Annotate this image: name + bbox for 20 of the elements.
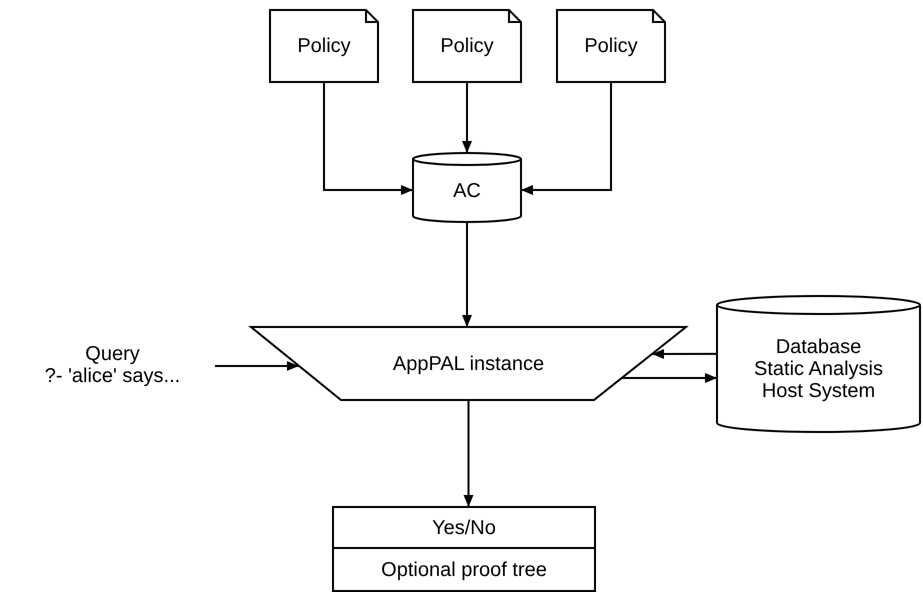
arrow [215,360,299,371]
query-text: ?- 'alice' says... [44,365,180,387]
node-label: Static Analysis [754,358,883,380]
arrow [462,222,472,327]
node-label: Policy [584,35,638,57]
arrow [521,82,612,195]
arrow [652,349,717,359]
node-label: AppPAL instance [392,352,544,374]
arrow [464,400,474,507]
arrow [622,373,717,383]
node-label: Database [776,336,862,358]
node-label: Policy [440,35,494,57]
result-text: Yes/No [432,516,496,538]
node-label: Policy [297,35,351,57]
arrow [462,82,472,153]
arrow [323,82,413,195]
node-label: Host System [762,380,876,402]
detail-text: Optional proof tree [381,558,547,580]
query-text: Query [85,343,140,365]
node-label: AC [453,180,481,202]
